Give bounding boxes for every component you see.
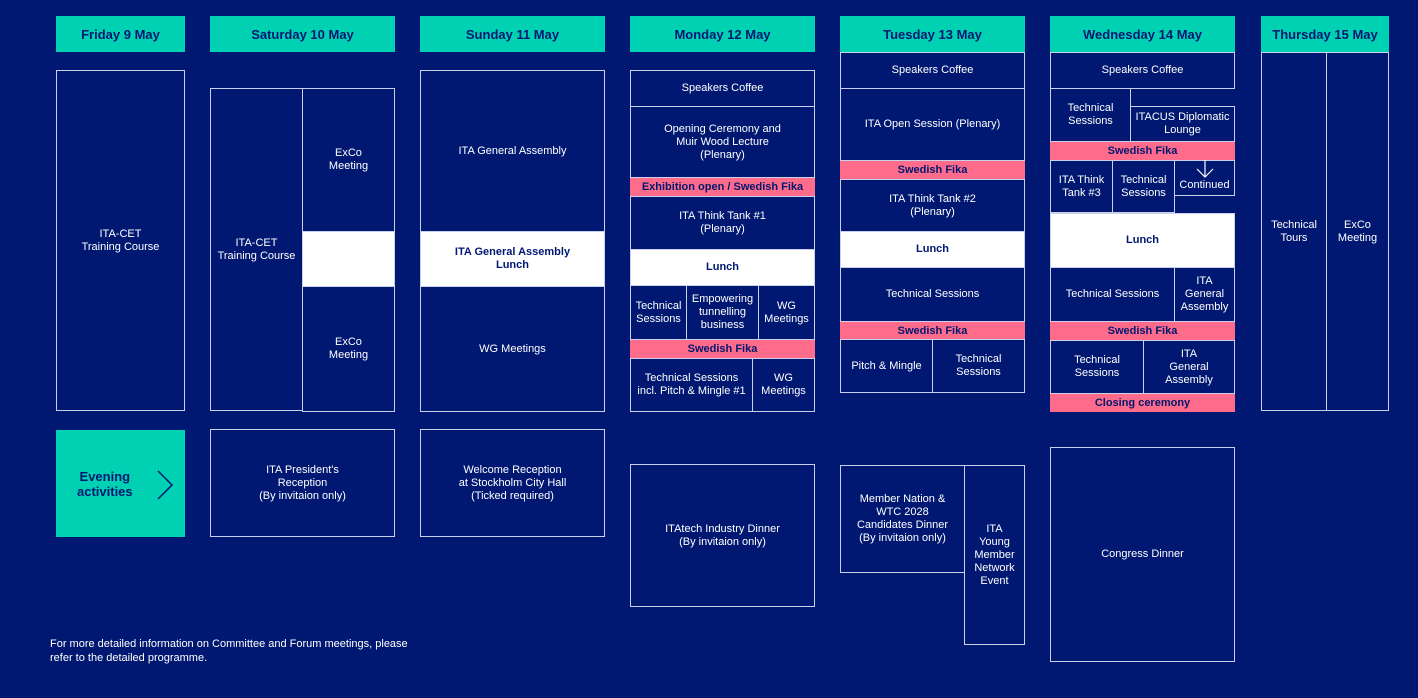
young-member-network-event: ITA Young Member Network Event	[964, 465, 1025, 645]
monday-wg-meetings-2: WG Meetings	[752, 358, 815, 412]
evening-activities-label: Evening activities	[77, 468, 133, 499]
itacus-diplomatic-lounge: ITACUS Diplomatic Lounge	[1130, 106, 1235, 142]
saturday-training-course: ITA-CET Training Course	[210, 88, 303, 411]
monday-technical-pitch: Technical Sessions incl. Pitch & Mingle …	[630, 358, 753, 412]
saturday-exco-meeting-1: ExCo Meeting	[302, 88, 395, 232]
member-nation-dinner: Member Nation & WTC 2028 Candidates Dinn…	[840, 465, 965, 573]
itacus-continued-label: Continued	[1179, 179, 1230, 191]
day-header-thursday: Thursday 15 May	[1261, 16, 1389, 52]
day-header-monday: Monday 12 May	[630, 16, 815, 52]
tuesday-pitch-mingle: Pitch & Mingle	[840, 339, 933, 393]
monday-lunch: Lunch	[630, 249, 815, 286]
day-header-wednesday: Wednesday 14 May	[1050, 16, 1235, 52]
tuesday-swedish-fika-2: Swedish Fika	[840, 322, 1025, 340]
wednesday-technical-sessions-2: Technical Sessions	[1112, 160, 1175, 213]
sunday-wg-meetings: WG Meetings	[420, 286, 605, 412]
thursday-exco-meeting: ExCo Meeting	[1326, 52, 1389, 411]
saturday-exco-meeting-2: ExCo Meeting	[302, 286, 395, 412]
wednesday-general-assembly-1: ITA General Assembly	[1174, 267, 1235, 322]
itatech-industry-dinner: ITAtech Industry Dinner (By invitaion on…	[630, 464, 815, 607]
day-header-sunday: Sunday 11 May	[420, 16, 605, 52]
tuesday-swedish-fika-1: Swedish Fika	[840, 161, 1025, 179]
tuesday-think-tank: ITA Think Tank #2 (Plenary)	[840, 179, 1025, 232]
footnote: For more detailed information on Committ…	[50, 638, 408, 664]
monday-swedish-fika: Swedish Fika	[630, 340, 815, 358]
monday-speakers-coffee: Speakers Coffee	[630, 70, 815, 107]
wednesday-lunch: Lunch	[1050, 213, 1235, 268]
wednesday-swedish-fika-1: Swedish Fika	[1050, 142, 1235, 160]
wednesday-general-assembly-2: ITA General Assembly	[1143, 340, 1235, 394]
tuesday-technical-sessions: Technical Sessions	[840, 267, 1025, 322]
wednesday-swedish-fika-2: Swedish Fika	[1050, 322, 1235, 340]
monday-wg-meetings: WG Meetings	[758, 285, 815, 340]
monday-exhibition-fika: Exhibition open / Swedish Fika	[630, 178, 815, 196]
arrow-down-icon	[1196, 160, 1214, 178]
closing-ceremony: Closing ceremony	[1050, 394, 1235, 412]
wednesday-speakers-coffee: Speakers Coffee	[1050, 52, 1235, 89]
thursday-technical-tours: Technical Tours	[1261, 52, 1327, 411]
chevron-right-icon	[157, 470, 174, 500]
wednesday-think-tank: ITA Think Tank #3	[1050, 160, 1113, 213]
wednesday-technical-sessions-3: Technical Sessions	[1050, 267, 1175, 322]
congress-dinner: Congress Dinner	[1050, 447, 1235, 662]
tuesday-open-session: ITA Open Session (Plenary)	[840, 88, 1025, 161]
saturday-break-block	[302, 231, 395, 287]
monday-think-tank: ITA Think Tank #1 (Plenary)	[630, 196, 815, 250]
sunday-assembly-lunch: ITA General Assembly Lunch	[420, 231, 605, 287]
presidents-reception: ITA President's Reception (By invitaion …	[210, 429, 395, 537]
tuesday-technical-sessions-2: Technical Sessions	[932, 339, 1025, 393]
day-header-tuesday: Tuesday 13 May	[840, 16, 1025, 52]
tuesday-lunch: Lunch	[840, 231, 1025, 268]
monday-technical-sessions: Technical Sessions	[630, 285, 687, 340]
welcome-reception: Welcome Reception at Stockholm City Hall…	[420, 429, 605, 537]
monday-empowering-business: Empowering tunnelling business	[686, 285, 759, 340]
day-header-friday: Friday 9 May	[56, 16, 185, 52]
wednesday-technical-sessions-4: Technical Sessions	[1050, 340, 1144, 394]
tuesday-speakers-coffee: Speakers Coffee	[840, 52, 1025, 89]
wednesday-technical-sessions: Technical Sessions	[1050, 88, 1131, 142]
evening-activities-block: Evening activities	[56, 430, 185, 537]
day-header-saturday: Saturday 10 May	[210, 16, 395, 52]
sunday-general-assembly: ITA General Assembly	[420, 70, 605, 232]
monday-opening-ceremony: Opening Ceremony and Muir Wood Lecture (…	[630, 106, 815, 178]
friday-training-course: ITA-CET Training Course	[56, 70, 185, 411]
